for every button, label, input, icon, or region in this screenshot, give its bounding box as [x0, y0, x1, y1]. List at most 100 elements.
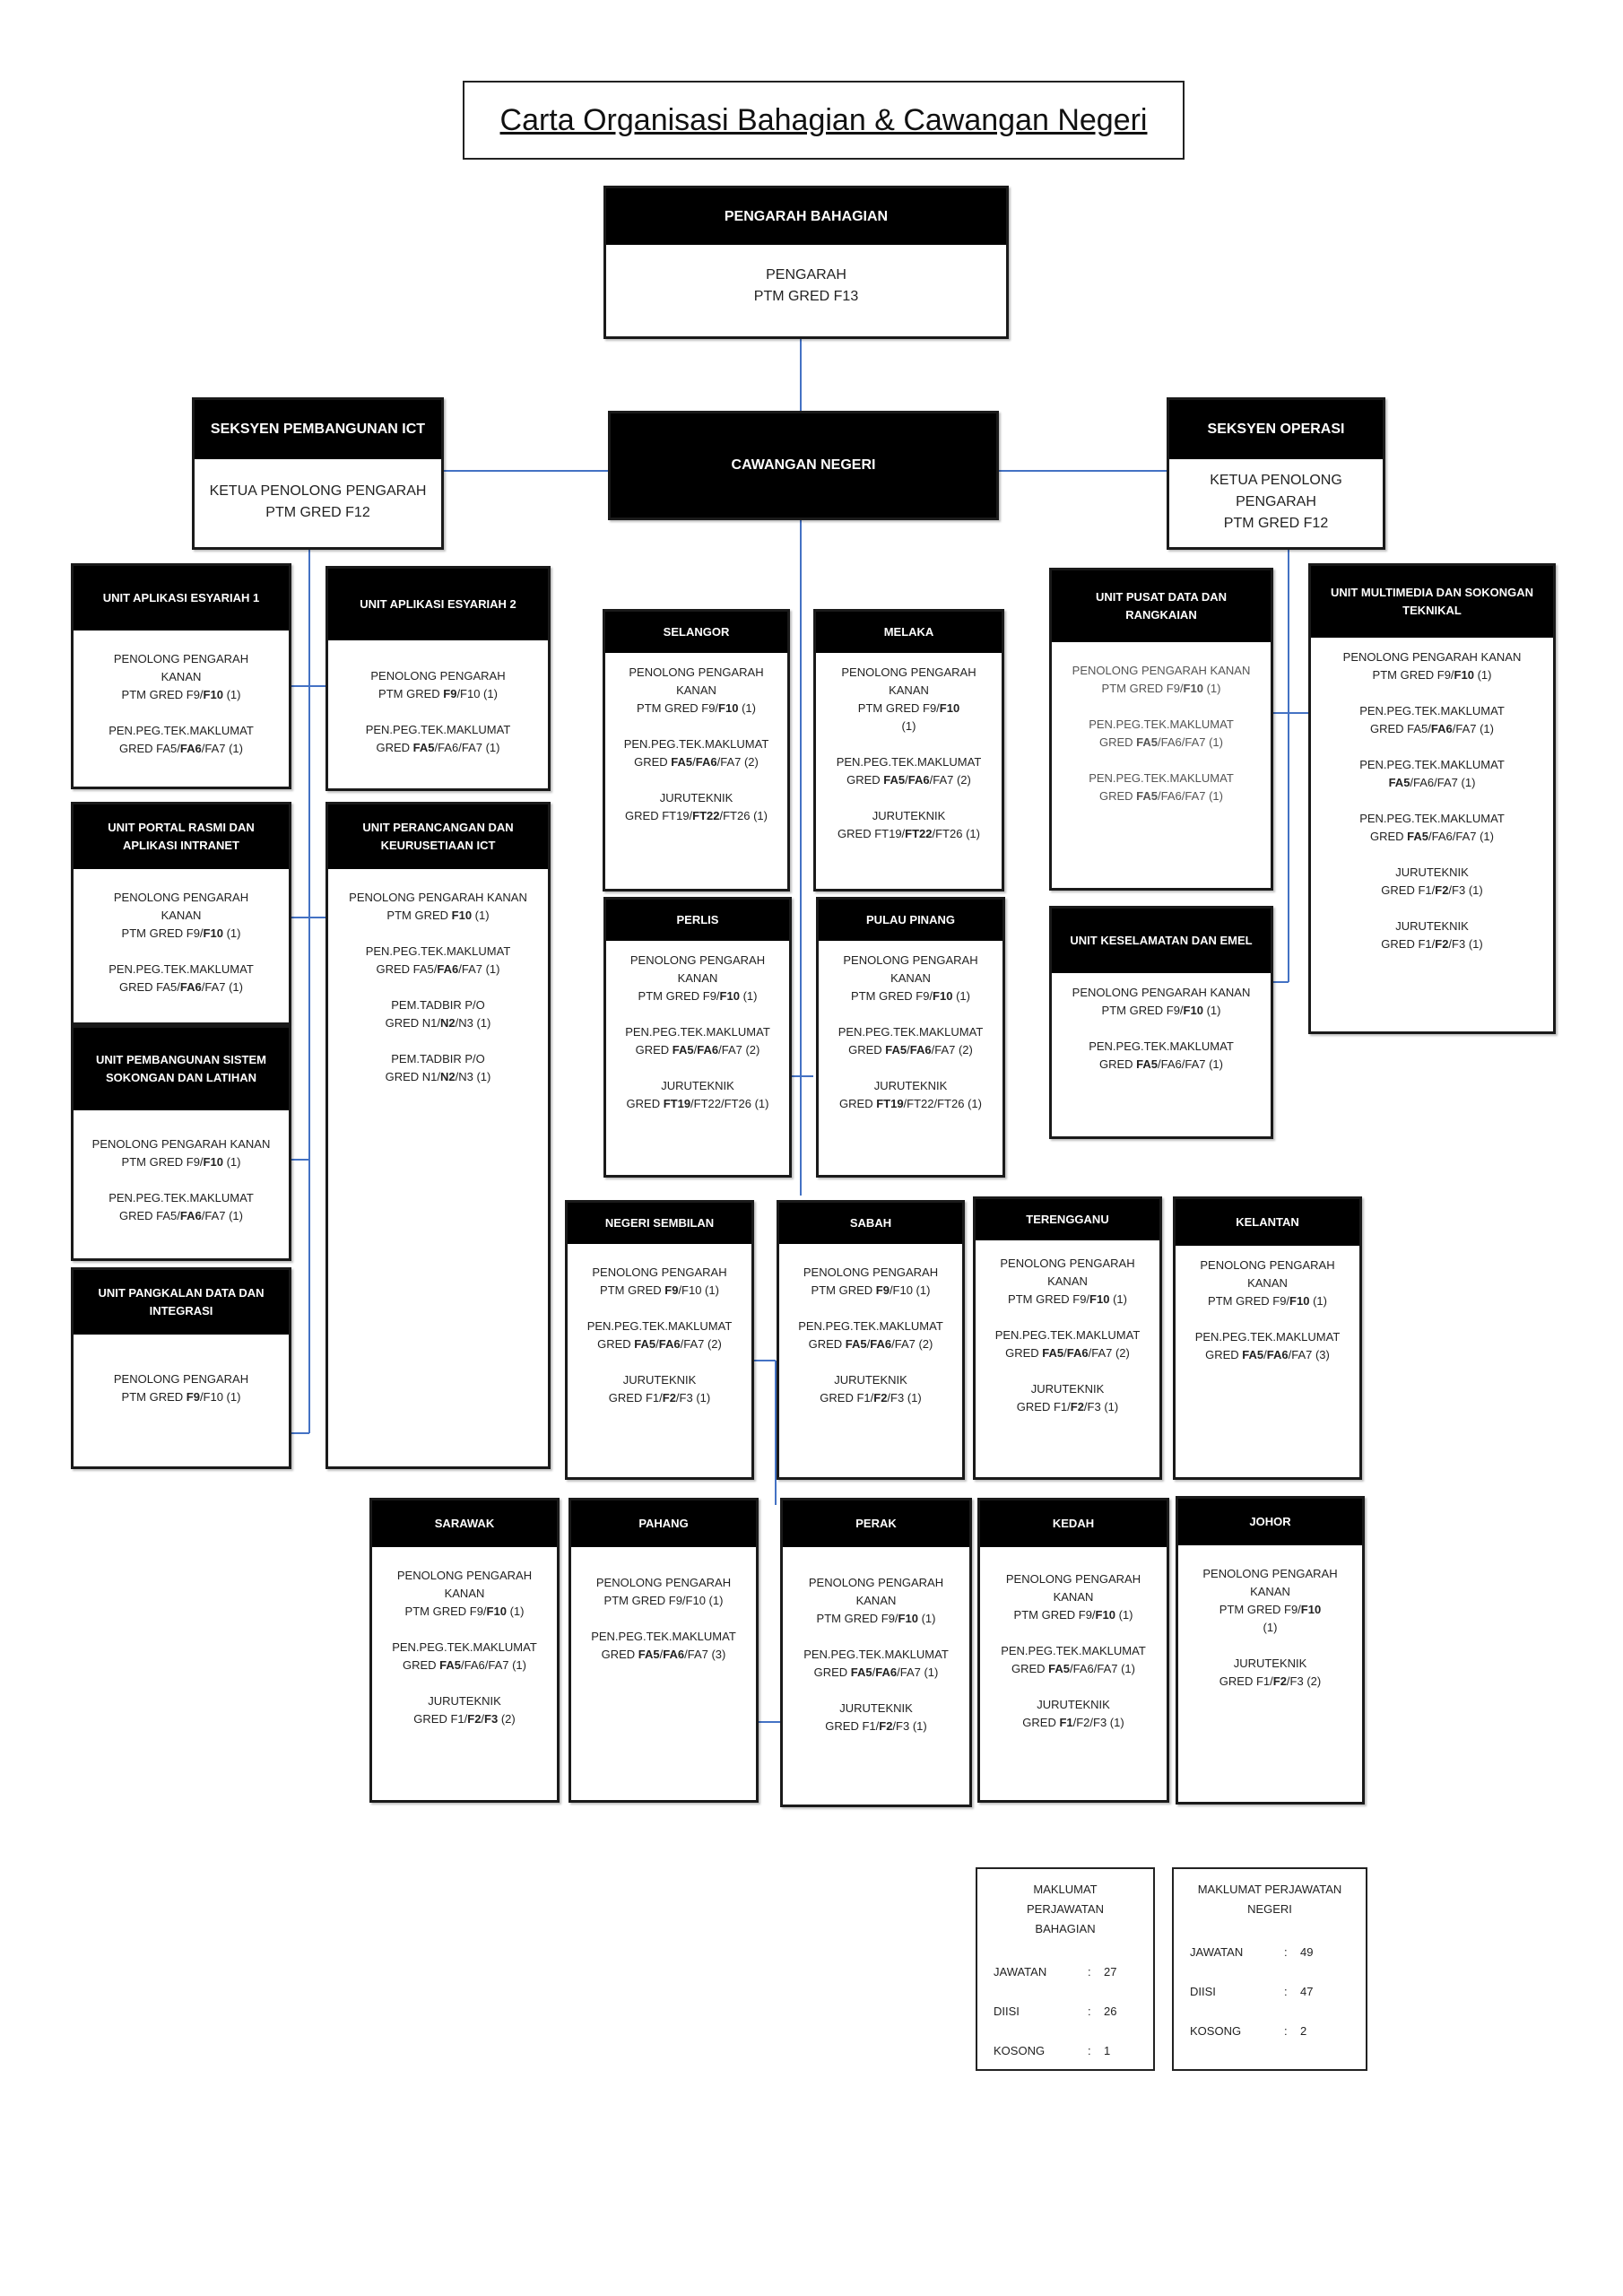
position-line: PENOLONG PENGARAH — [396, 1569, 533, 1582]
box-title: TERENGGANU — [976, 1199, 1159, 1240]
position-line: FA5/FA6/FA7 (1) — [1388, 776, 1476, 789]
position-line: JURUTEKNIK — [659, 791, 733, 804]
position-line: PEN.PEG.TEK.MAKLUMAT — [623, 737, 769, 751]
box-title: PULAU PINANG — [819, 900, 1002, 941]
position-line: PTM GRED F9/F10 (1) — [121, 688, 241, 701]
position-line: PEM.TADBIR P/O — [391, 998, 485, 1012]
position-line: PENOLONG PENGARAH — [1000, 1257, 1135, 1270]
position-line: PENOLONG PENGARAH KANAN — [1072, 986, 1251, 999]
position-line: PEN.PEG.TEK.MAKLUMAT — [591, 1630, 736, 1643]
position-line: PTM GRED F9/F10 — [1219, 1603, 1322, 1616]
position-line: PENOLONG PENGARAH — [592, 1265, 727, 1279]
position-line: PEN.PEG.TEK.MAKLUMAT — [798, 1319, 943, 1333]
box-title: KELANTAN — [1176, 1199, 1359, 1246]
position-line: GRED FA5/FA6/FA7 (2) — [848, 1043, 973, 1057]
box-title: UNIT APLIKASI ESYARIAH 1 — [74, 566, 289, 631]
position-line: PENOLONG PENGARAH — [370, 669, 506, 683]
position-line: PTM GRED F9/F10 (1) — [603, 1594, 724, 1607]
position-line: PENOLONG PENGARAH — [595, 1576, 732, 1589]
position-line: KANAN — [1250, 1585, 1290, 1598]
box-title: SEKSYEN PEMBANGUNAN ICT — [195, 400, 441, 459]
position-line: GRED F1/F2/F3 (2) — [1219, 1674, 1322, 1688]
position-line: GRED FA5/FA6/FA7 (1) — [813, 1665, 939, 1679]
box-cawangan-negeri: CAWANGAN NEGERI — [608, 411, 999, 520]
position-line: KANAN — [1053, 1590, 1094, 1604]
position-line: GRED F1/F2/F3 (1) — [1022, 1716, 1124, 1729]
box-title: JOHOR — [1178, 1499, 1362, 1545]
info-label: DIISI — [994, 2005, 1020, 2018]
position-line: PEN.PEG.TEK.MAKLUMAT — [108, 1191, 254, 1205]
info-colon: : — [1088, 1965, 1091, 1979]
position-line: PTM GRED F12 — [1223, 516, 1329, 531]
position-line: GRED F1/F2/F3 (1) — [608, 1391, 711, 1405]
position-line: PTM GRED F9/F10 (1) — [378, 687, 498, 700]
position-line: KANAN — [444, 1587, 485, 1600]
position-line: PTM GRED F9/F10 (1) — [121, 1155, 241, 1169]
position-line: KANAN — [161, 670, 202, 683]
position-line: GRED FT19/FT22/FT26 (1) — [626, 1097, 769, 1110]
position-line: PENOLONG PENGARAH — [843, 953, 978, 967]
chart-title: Carta Organisasi Bahagian & Cawangan Neg… — [499, 102, 1148, 137]
position-line: PTM GRED F9/F10 (1) — [404, 1605, 525, 1618]
box-title: NEGERI SEMBILAN — [568, 1203, 751, 1244]
position-line: PENOLONG PENGARAH KANAN — [1072, 664, 1251, 677]
info-row: JAWATAN:27 — [994, 1962, 1137, 1982]
position-line: PTM GRED F9/F10 (1) — [600, 1283, 719, 1297]
position-line: JURUTEKNIK — [428, 1694, 501, 1708]
position-line: GRED FA5/FA6/FA7 (1) — [1099, 1057, 1223, 1071]
box-title: PERAK — [783, 1500, 969, 1547]
box-title: MELAKA — [816, 612, 1002, 653]
position-line: PTM GRED F9/F10 (1) — [637, 701, 756, 715]
info-label: KOSONG — [1190, 2024, 1242, 2038]
position-line: PENOLONG PENGARAH — [113, 891, 249, 904]
position-line: GRED N1/N2/N3 (1) — [385, 1016, 491, 1030]
position-line: PENOLONG PENGARAH — [803, 1265, 939, 1279]
chart-title-box: Carta Organisasi Bahagian & Cawangan Neg… — [463, 81, 1185, 160]
position-line: GRED FA5/FA6/FA7 (2) — [1005, 1346, 1130, 1360]
position-line: PEN.PEG.TEK.MAKLUMAT — [108, 724, 254, 737]
box-title: PAHANG — [571, 1500, 756, 1547]
position-line: PTM GRED F9/F10 — [857, 701, 960, 715]
box-title: UNIT PERANCANGAN DAN KEURUSETIAAN ICT — [328, 804, 548, 869]
position-line: GRED FT19/FT22/FT26 (1) — [838, 827, 980, 840]
position-line: GRED FA5/FA6/FA7 (1) — [118, 1209, 243, 1222]
position-line: PENOLONG PENGARAH KANAN — [91, 1137, 271, 1151]
info-row: DIISI:47 — [1190, 1982, 1350, 2002]
position-line: PEN.PEG.TEK.MAKLUMAT — [1089, 718, 1234, 731]
position-line: PEN.PEG.TEK.MAKLUMAT — [586, 1319, 733, 1333]
box-title: SEKSYEN OPERASI — [1169, 400, 1383, 459]
position-line: GRED FA5/FA6/FA7 (1) — [376, 741, 500, 754]
position-line: JURUTEKNIK — [873, 1079, 948, 1092]
position-line: GRED F1/F2/F3 (1) — [1381, 937, 1483, 951]
position-line: KANAN — [161, 909, 202, 922]
position-line: GRED F1/F2/F3 (1) — [1016, 1400, 1119, 1413]
position-line: PTM GRED F12 — [265, 505, 370, 520]
position-line: PTM GRED F9/F10 (1) — [121, 1390, 241, 1404]
position-line: GRED FA5/FA6/FA7 (3) — [601, 1648, 726, 1661]
position-line: PTM GRED F9/F10 (1) — [1013, 1608, 1133, 1622]
position-line: GRED FA5/FA6/FA7 (2) — [808, 1337, 933, 1351]
position-line: PEN.PEG.TEK.MAKLUMAT — [392, 1640, 537, 1654]
position-line: KANAN — [855, 1594, 897, 1607]
position-line: GRED FA5/FA6/FA7 (1) — [118, 742, 243, 755]
position-line: PTM GRED F13 — [753, 289, 859, 304]
position-line: GRED F1/F2/F3 (1) — [820, 1391, 922, 1405]
